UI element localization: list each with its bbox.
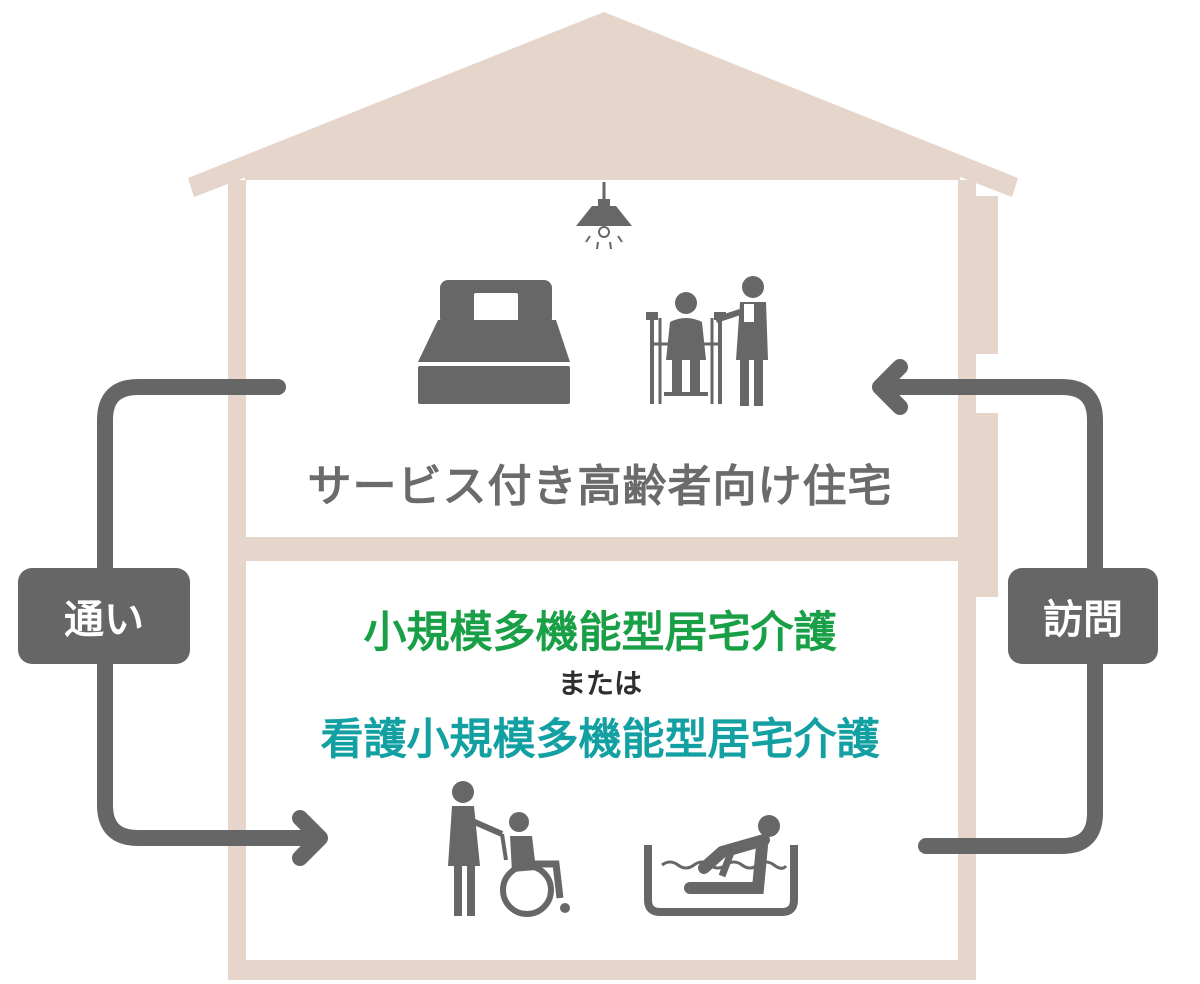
ceiling-lamp-icon: [576, 182, 632, 250]
commute-label: 通い: [18, 568, 190, 664]
right-wall: [958, 180, 976, 980]
wheelchair-with-caregiver-icon: [646, 276, 768, 406]
roof-fill: [245, 20, 960, 180]
left-wall: [228, 180, 246, 980]
visit-label: 訪問: [1008, 568, 1158, 664]
ground-floor-base: [228, 960, 976, 980]
caregiver-pushing-wheelchair-icon: [448, 781, 570, 917]
housing-type-label: サービス付き高齢者向け住宅: [307, 461, 893, 512]
service-name-primary: 小規模多機能型居宅介護: [363, 608, 837, 658]
bed-icon: [418, 280, 570, 404]
house-shell: [188, 12, 1018, 980]
service-name-secondary: 看護小規模多機能型居宅介護: [320, 715, 880, 765]
chimney-panel-upper: [976, 196, 998, 354]
or-connector: または: [557, 667, 642, 700]
floor-divider: [228, 537, 976, 561]
bathing-assistance-icon: [644, 815, 798, 916]
chimney-panel-lower: [976, 413, 998, 597]
